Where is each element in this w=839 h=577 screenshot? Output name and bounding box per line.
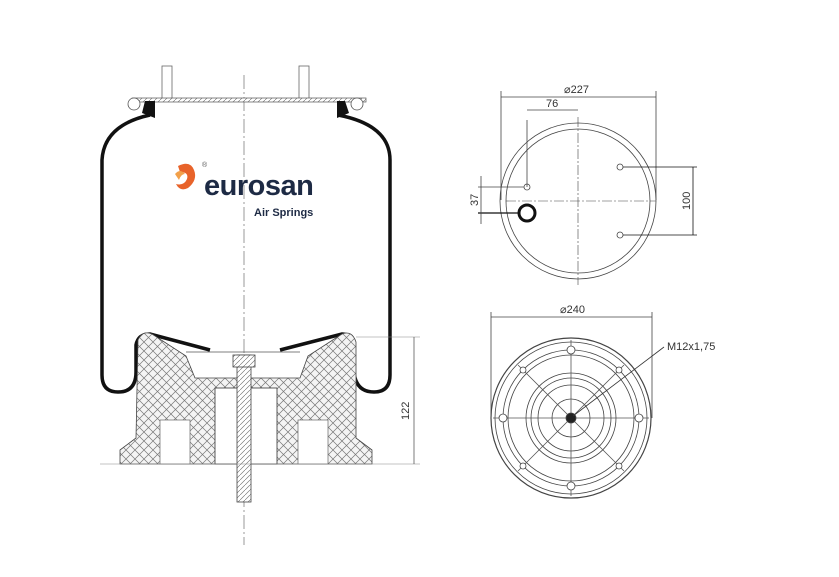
brand-logo: ® eurosan Air Springs — [172, 160, 322, 230]
registered-mark: ® — [202, 162, 208, 169]
dim-stud-spacing: 100 — [681, 192, 693, 210]
dim-top-diameter: ⌀227 — [564, 84, 589, 96]
thread-leader — [572, 346, 665, 417]
center-bolt — [236, 354, 252, 503]
dim-air-inlet-offset: 37 — [469, 194, 481, 206]
dim-base-diameter: ⌀240 — [560, 304, 585, 316]
side-view — [100, 65, 420, 545]
bottom-view — [490, 312, 665, 499]
brand-name: eurosan — [204, 170, 314, 202]
flame-icon — [175, 163, 196, 190]
thread-label: M12x1,75 — [667, 341, 715, 353]
stud-right — [298, 65, 310, 101]
top-plate — [131, 97, 367, 103]
air-inlet — [517, 203, 537, 223]
dim-hole-offset: 76 — [546, 98, 558, 110]
top-view — [478, 91, 697, 285]
brand-tagline: Air Springs — [254, 207, 314, 219]
stud-left — [161, 65, 173, 101]
dim-height: 122 — [400, 402, 412, 420]
